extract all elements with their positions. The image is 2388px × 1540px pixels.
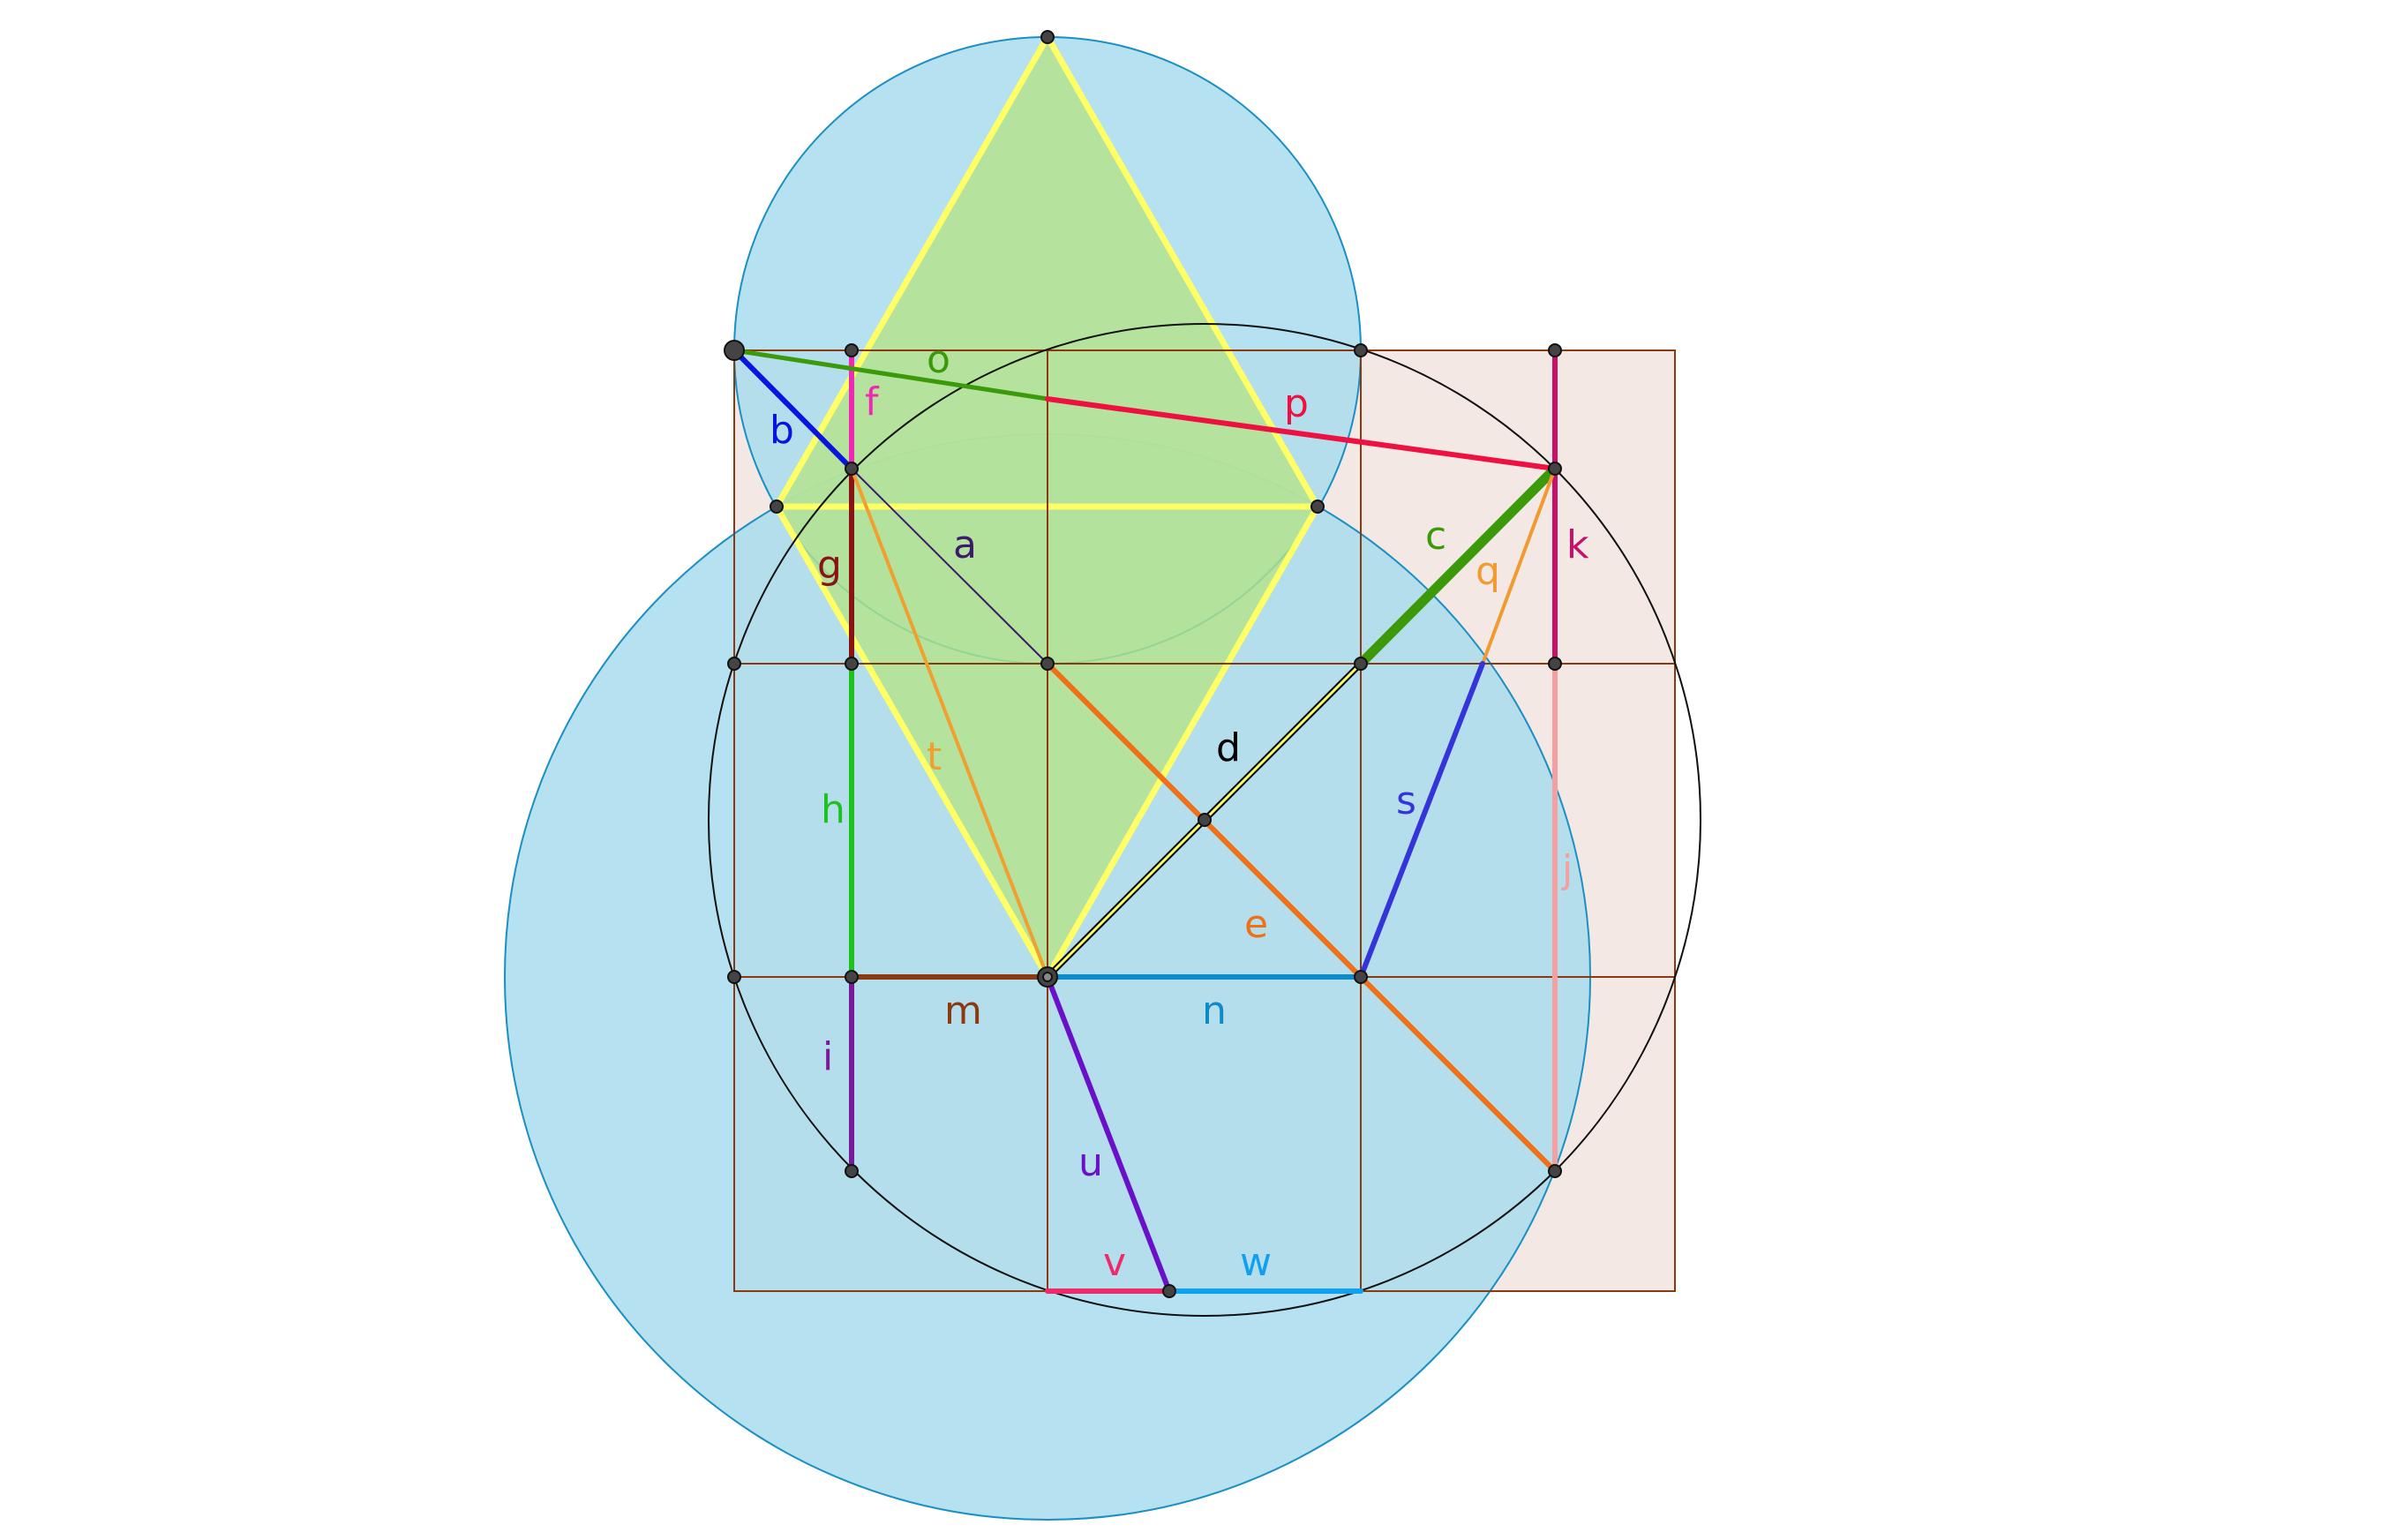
point[interactable] [1354, 343, 1368, 357]
point[interactable] [1040, 30, 1055, 44]
label-n: n [1202, 988, 1227, 1033]
point[interactable] [770, 500, 784, 514]
point[interactable] [727, 970, 741, 984]
label-c: c [1425, 514, 1446, 559]
point[interactable] [1354, 970, 1368, 984]
label-p: p [1284, 381, 1309, 426]
point[interactable] [1354, 657, 1368, 671]
point[interactable] [845, 462, 859, 476]
point[interactable] [1548, 343, 1562, 357]
point[interactable] [1198, 813, 1212, 827]
segment-q [1481, 467, 1557, 665]
point[interactable] [1040, 657, 1055, 671]
point[interactable] [1548, 462, 1562, 476]
points[interactable] [724, 30, 1562, 1298]
segment-t [850, 467, 1049, 979]
label-h: h [821, 787, 845, 832]
segment-c [1355, 463, 1560, 669]
label-a: a [953, 522, 977, 567]
segment-u [1045, 974, 1172, 1294]
main-circle [708, 323, 1701, 1317]
label-o: o [927, 337, 950, 382]
segment-labels: a b c d e f g h i j k m n o p q s t u v … [770, 337, 1589, 1285]
label-w: w [1240, 1240, 1272, 1285]
label-e: e [1244, 902, 1268, 947]
center-point-inner [1042, 972, 1053, 982]
label-v: v [1103, 1240, 1126, 1285]
segment-p [1045, 396, 1558, 471]
segment-o [732, 348, 1050, 402]
label-s: s [1396, 778, 1416, 823]
point[interactable] [845, 1164, 859, 1178]
label-f: f [865, 379, 880, 424]
point[interactable] [1548, 1164, 1562, 1178]
label-d: d [1216, 725, 1241, 770]
segments [732, 348, 1560, 1294]
point[interactable] [845, 343, 859, 357]
point[interactable] [724, 340, 745, 361]
label-b: b [770, 408, 794, 453]
label-g: g [817, 543, 842, 588]
point[interactable] [845, 657, 859, 671]
label-t: t [927, 734, 942, 779]
point[interactable] [1162, 1284, 1176, 1298]
label-j: j [1561, 847, 1573, 892]
label-i: i [822, 1034, 833, 1079]
segment-b [732, 348, 854, 471]
point[interactable] [845, 970, 859, 984]
point[interactable] [1548, 657, 1562, 671]
label-k: k [1566, 522, 1589, 567]
label-m: m [944, 988, 982, 1033]
point[interactable] [1310, 500, 1325, 514]
label-u: u [1078, 1140, 1103, 1185]
point[interactable] [727, 657, 741, 671]
label-q: q [1476, 549, 1500, 594]
segment-s [1358, 661, 1485, 980]
segment-e [1045, 661, 1558, 1174]
segment-a [851, 468, 1048, 665]
